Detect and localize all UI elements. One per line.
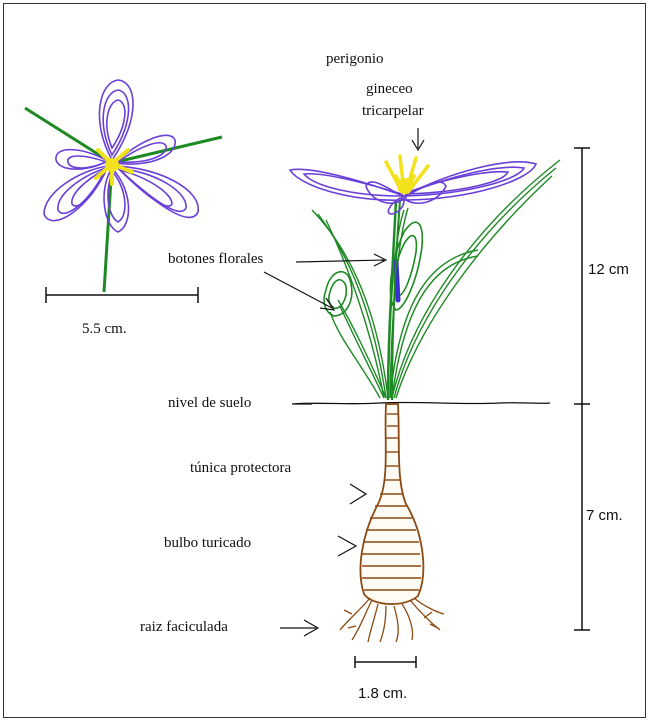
ground-line <box>292 402 550 404</box>
label-tricarpelar: tricarpelar <box>362 104 424 119</box>
label-tunica-protectora: túnica protectora <box>190 461 291 476</box>
measure-plant-height: 12 cm <box>588 262 629 277</box>
label-botones-florales: botones florales <box>168 252 263 267</box>
measure-flower-width: 5.5 cm. <box>82 322 127 337</box>
scale-bar-bulb <box>355 656 416 668</box>
measure-bulb-width: 1.8 cm. <box>358 686 407 701</box>
label-raiz-faciculada: raiz faciculada <box>140 620 228 635</box>
scale-bar-flower <box>46 287 198 303</box>
corm <box>360 404 423 604</box>
label-perigonio: perigonio <box>326 52 384 67</box>
measure-bulb-height: 7 cm. <box>586 508 623 523</box>
label-nivel-de-suelo: nivel de suelo <box>168 396 251 411</box>
plant-side-view <box>290 156 560 400</box>
dimension-bar-right <box>574 148 590 630</box>
label-gineceo: gineceo <box>366 82 413 97</box>
label-bulbo-turicado: bulbo turicado <box>164 536 251 551</box>
